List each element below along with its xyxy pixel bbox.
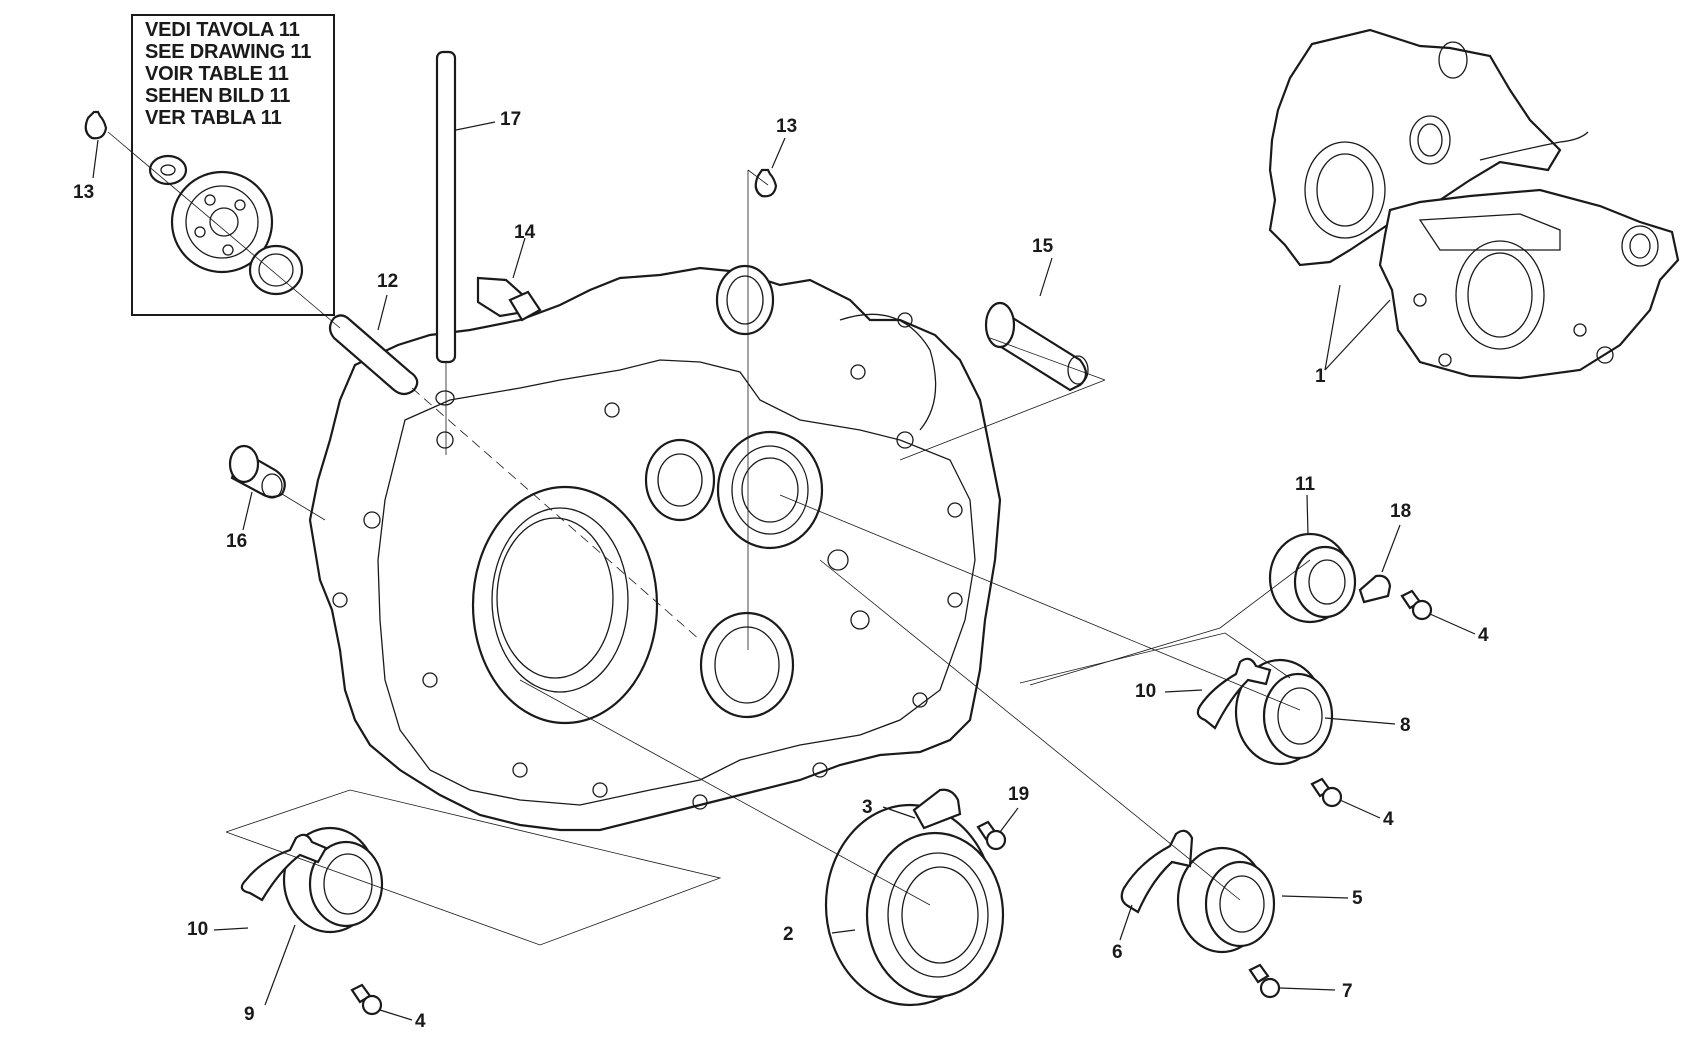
- leader-4-mid: [1339, 799, 1381, 819]
- leader-13-left: [92, 139, 99, 179]
- callout-17: 17: [500, 109, 522, 130]
- leader-2: [831, 929, 856, 934]
- leader-1a: [1324, 284, 1341, 371]
- leader-10-left: [213, 927, 249, 931]
- leader-17: [455, 121, 496, 131]
- leader-8: [1324, 717, 1396, 725]
- leader-18: [1381, 524, 1401, 573]
- callout-19: 19: [1008, 784, 1030, 805]
- bearing-5: [1176, 846, 1276, 954]
- leader-19: [999, 807, 1019, 833]
- note-line-italian: VEDI TAVOLA 11: [145, 19, 300, 41]
- note-line-spanish: VER TABLA 11: [145, 107, 282, 129]
- screw-4-mid: [1310, 777, 1343, 808]
- callout-10-right: 10: [1135, 681, 1157, 702]
- callout-7: 7: [1342, 981, 1353, 1002]
- leader-10-right: [1164, 689, 1203, 693]
- bushing-16: [228, 444, 286, 499]
- leader-14: [512, 237, 526, 279]
- bushing-15: [984, 301, 1089, 392]
- callout-18: 18: [1390, 501, 1412, 522]
- bearing-9: [282, 826, 384, 934]
- callout-15: 15: [1032, 236, 1054, 257]
- callout-11: 11: [1295, 474, 1316, 495]
- callout-1: 1: [1315, 366, 1326, 387]
- callout-9: 9: [244, 1004, 255, 1025]
- leader-9: [264, 924, 296, 1006]
- leader-3: [882, 806, 916, 819]
- note-line-french: VOIR TABLE 11: [145, 63, 289, 85]
- screw-7: [1248, 963, 1281, 999]
- note-line-german: SEHEN BILD 11: [145, 85, 291, 107]
- assembly-axes: [107, 131, 1311, 946]
- callout-4-left: 4: [415, 1011, 426, 1032]
- leader-4-top: [1429, 613, 1476, 635]
- crankcase-half-main: [308, 264, 1002, 832]
- leader-lines: [92, 121, 1476, 1021]
- cross-reference-note-box: VEDI TAVOLA 11 SEE DRAWING 11 VOIR TABLE…: [131, 14, 335, 316]
- shaft-pin: [328, 314, 419, 396]
- callout-10-left: 10: [187, 919, 209, 940]
- callout-14: 14: [514, 222, 536, 243]
- callout-6: 6: [1112, 942, 1123, 963]
- callout-2: 2: [783, 924, 794, 945]
- retaining-plate-18: [1358, 574, 1392, 604]
- leader-11: [1306, 494, 1309, 536]
- bearing-11: [1268, 532, 1357, 624]
- callout-13-left: 13: [73, 182, 95, 203]
- callout-5: 5: [1352, 888, 1363, 909]
- callout-13-center: 13: [776, 116, 798, 137]
- leader-12: [377, 294, 388, 331]
- kickstart-gear-group: [148, 154, 304, 296]
- callout-4-mid: 4: [1383, 809, 1394, 830]
- callout-16: 16: [226, 531, 248, 552]
- assembled-crankcase-inset: [1268, 28, 1680, 380]
- callout-8: 8: [1400, 715, 1411, 736]
- cross-reference-note: VEDI TAVOLA 11 SEE DRAWING 11 VOIR TABLE…: [145, 19, 311, 129]
- leader-13-center: [771, 137, 786, 169]
- retaining-plate-3: [912, 788, 962, 830]
- callout-3: 3: [862, 797, 873, 818]
- leader-6: [1119, 904, 1133, 941]
- leader-16: [242, 491, 253, 531]
- note-line-english: SEE DRAWING 11: [145, 41, 312, 63]
- leader-4-left: [379, 1009, 413, 1021]
- leader-1b: [1324, 299, 1391, 371]
- bearing-8: [1234, 658, 1334, 766]
- leader-15: [1039, 257, 1053, 297]
- callout-4-top: 4: [1478, 625, 1489, 646]
- screw-4-left: [350, 983, 383, 1016]
- retaining-plate-10-right: [1196, 657, 1272, 730]
- screw-4-top: [1400, 589, 1433, 621]
- screw-19: [976, 820, 1007, 851]
- leader-7: [1279, 987, 1336, 991]
- leader-5: [1281, 895, 1349, 899]
- breather-fitting: [476, 276, 542, 322]
- retaining-plate-10-left: [240, 833, 328, 902]
- callout-12: 12: [377, 271, 399, 292]
- bearing-2: [824, 803, 1005, 1007]
- retaining-plate-6: [1120, 829, 1194, 914]
- stud: [435, 50, 457, 364]
- circlip-left: [84, 110, 108, 140]
